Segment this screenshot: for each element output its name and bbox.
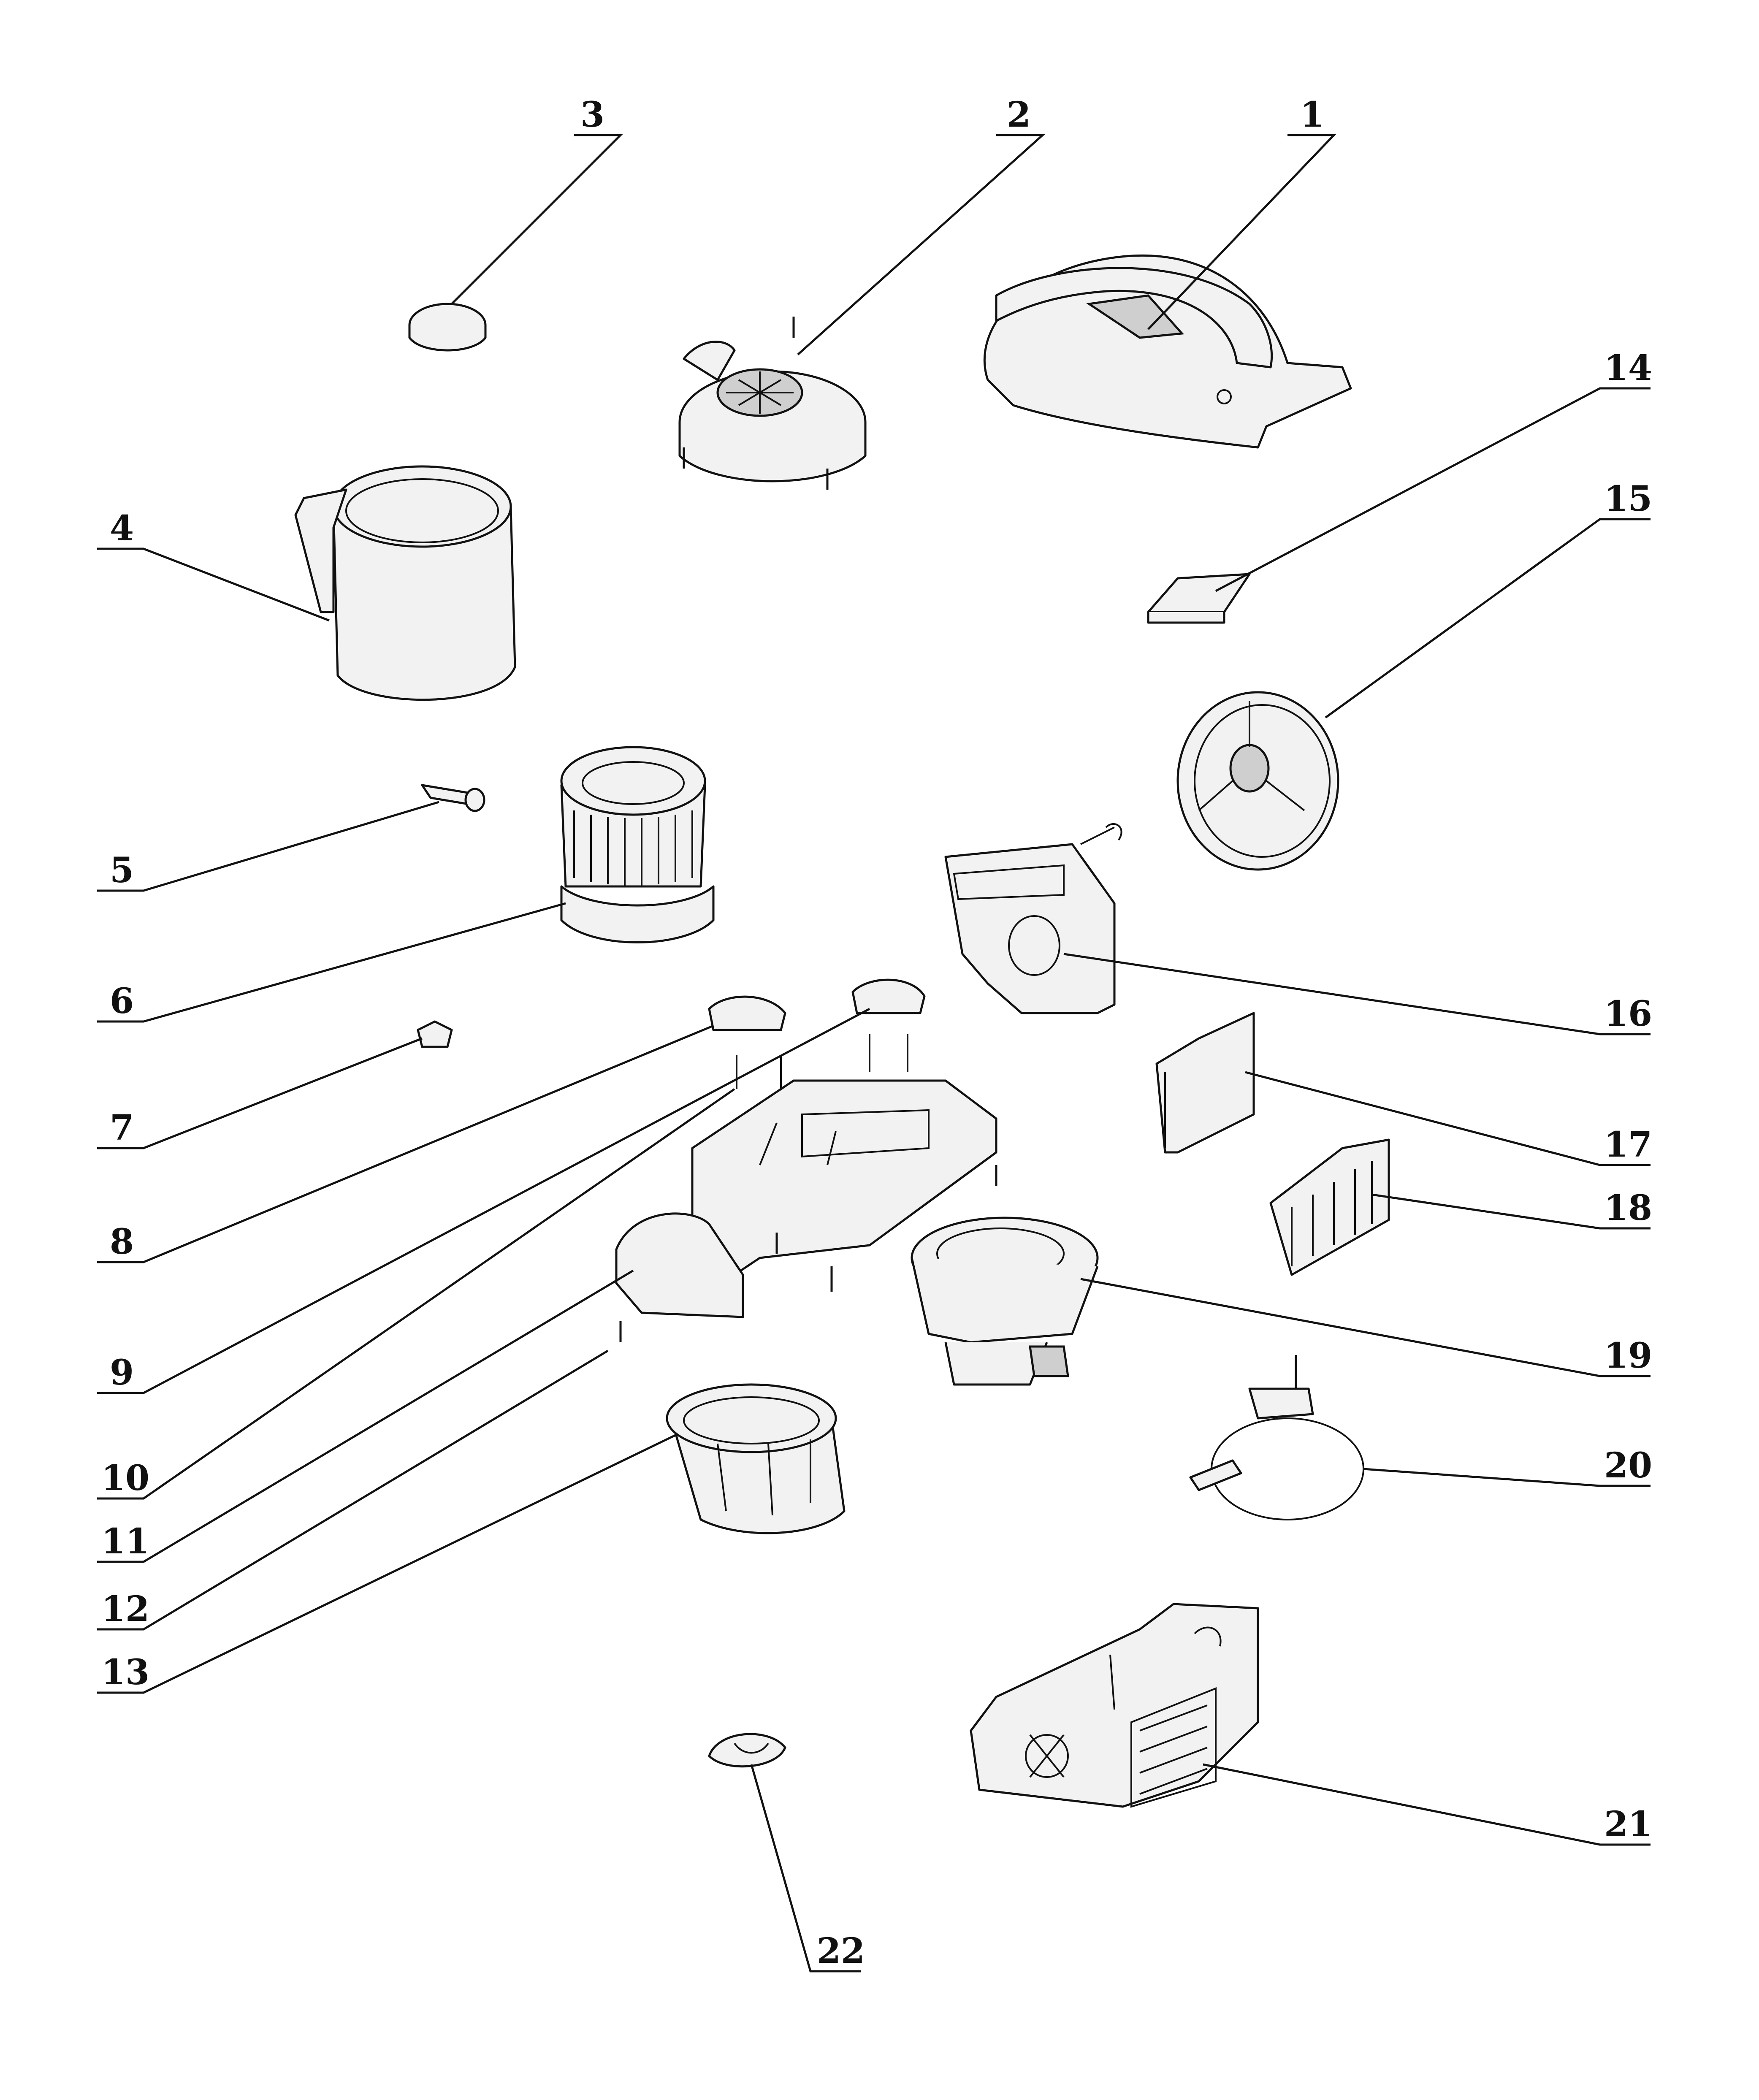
part-17-foam-block xyxy=(1155,1012,1255,1154)
part-13-cyclone-cup xyxy=(666,1383,846,1534)
callout-15: 15 xyxy=(1604,479,1652,519)
part-20-cable xyxy=(1189,1355,1364,1520)
callout-1: 1 xyxy=(1300,95,1324,135)
callout-2: 2 xyxy=(1007,95,1031,135)
callout-3: 3 xyxy=(580,95,604,135)
callout-7: 7 xyxy=(110,1108,134,1148)
part-4-dust-container xyxy=(294,465,516,701)
part-6-cylinder-filter xyxy=(560,746,715,943)
callout-11: 11 xyxy=(101,1521,149,1562)
callout-14: 14 xyxy=(1604,348,1652,388)
callout-5: 5 xyxy=(110,850,134,891)
callout-20: 20 xyxy=(1604,1445,1652,1486)
part-21-lower-base xyxy=(970,1603,1259,1808)
callout-6: 6 xyxy=(110,981,134,1022)
part-22-cap xyxy=(708,1733,786,1768)
callout-17: 17 xyxy=(1604,1125,1652,1165)
callout-18: 18 xyxy=(1604,1188,1652,1228)
leader-lines xyxy=(97,134,1651,1973)
part-1-top-cover xyxy=(983,255,1352,449)
callout-9: 9 xyxy=(110,1352,134,1393)
part-10-12-base-body xyxy=(615,1079,997,1342)
callout-22: 22 xyxy=(817,1931,865,1971)
callout-10: 10 xyxy=(101,1458,149,1498)
callout-16: 16 xyxy=(1604,994,1652,1034)
part-7-clip xyxy=(417,1020,453,1048)
callout-labels: 3 2 1 14 15 4 5 6 16 7 17 18 8 19 9 20 1… xyxy=(101,95,1652,1971)
part-3-disc xyxy=(408,303,487,352)
part-19-motor xyxy=(911,1217,1099,1386)
callout-8: 8 xyxy=(110,1222,134,1262)
callout-13: 13 xyxy=(101,1652,149,1693)
callout-12: 12 xyxy=(101,1589,149,1629)
part-15-wheel xyxy=(1176,691,1339,871)
part-8-left-button xyxy=(708,995,786,1089)
part-18-grille-filter xyxy=(1269,1138,1390,1276)
callout-21: 21 xyxy=(1604,1804,1652,1845)
part-5-pin xyxy=(421,784,485,812)
part-16-motor-housing xyxy=(944,823,1122,1014)
callout-19: 19 xyxy=(1604,1336,1652,1376)
callout-4: 4 xyxy=(110,508,134,549)
part-9-right-button xyxy=(851,978,926,1072)
part-2-filter-cover xyxy=(678,317,867,490)
